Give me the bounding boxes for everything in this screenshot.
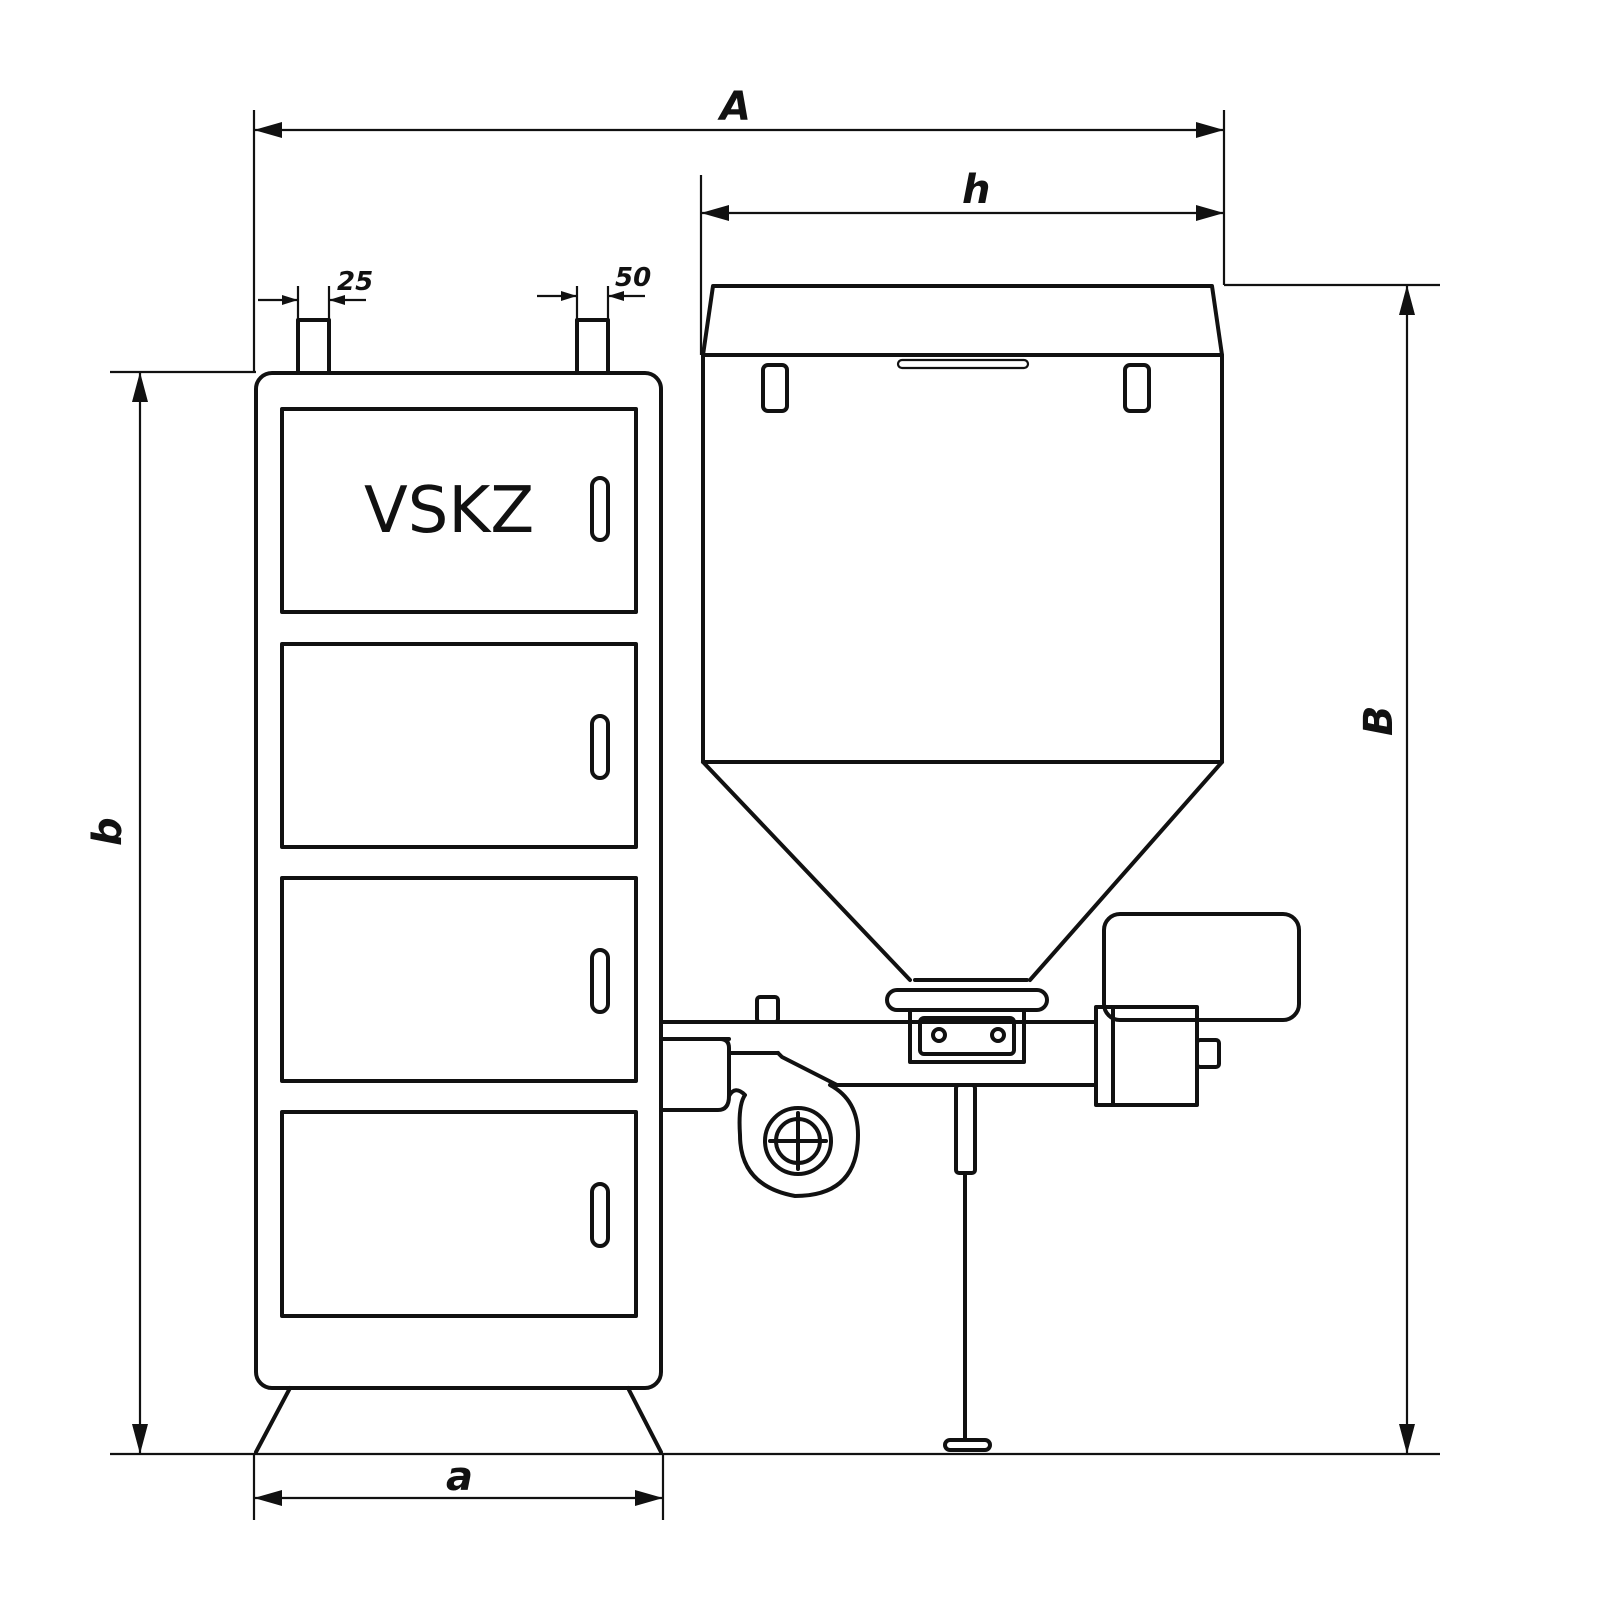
support-foot	[943, 1438, 992, 1452]
dim-label-B: B	[1356, 706, 1402, 737]
pipe-connector-left	[296, 318, 331, 375]
burner-housing	[659, 1037, 731, 1112]
boiler-leg-right	[626, 1386, 663, 1454]
motor-flange	[1094, 1005, 1115, 1107]
tube-cap	[755, 995, 780, 1024]
dim-label-b: b	[85, 817, 131, 846]
dim-label-h: h	[962, 167, 990, 213]
support-leg	[954, 1083, 977, 1175]
door-3	[280, 876, 638, 1083]
brand-label: VSKZ	[364, 474, 534, 548]
door-handle	[590, 476, 610, 542]
boiler-doors	[280, 407, 638, 1318]
door-handle	[590, 948, 610, 1014]
fan-ring	[763, 1106, 833, 1176]
fan-crosshair	[768, 1111, 828, 1171]
lid-clasp-right	[1123, 363, 1151, 413]
hopper-cone	[701, 760, 1224, 982]
door-top	[280, 407, 638, 614]
boiler-leg-left	[254, 1386, 292, 1454]
bolt	[931, 1027, 947, 1043]
dim-label-50: 50	[615, 263, 651, 293]
motor-shaft-cap	[1195, 1038, 1221, 1069]
auger-assembly	[659, 912, 1301, 1452]
lid-handle	[896, 358, 1030, 370]
hopper-body	[701, 353, 1224, 764]
door-handle	[590, 1182, 610, 1248]
door-handle	[590, 714, 610, 780]
door-2	[280, 642, 638, 849]
dim-label-A: A	[717, 84, 751, 130]
boiler-body	[254, 371, 663, 1454]
motor-box	[1102, 912, 1301, 1022]
auger-tube	[659, 1020, 1098, 1087]
dim-label-a: a	[446, 1454, 473, 1500]
fan-housing	[727, 1083, 860, 1198]
door-bottom	[280, 1110, 638, 1318]
pipe-connector-right	[575, 318, 610, 375]
lid-clasp-left	[761, 363, 789, 413]
hopper-lid	[701, 284, 1224, 357]
feed-block	[908, 1008, 1026, 1064]
bolt	[990, 1027, 1006, 1043]
hopper-flange	[885, 988, 1049, 1012]
fuel-hopper	[701, 284, 1224, 1012]
dimension-lines: A h a b B 25 50	[85, 84, 1440, 1520]
dim-label-25: 25	[337, 267, 373, 297]
